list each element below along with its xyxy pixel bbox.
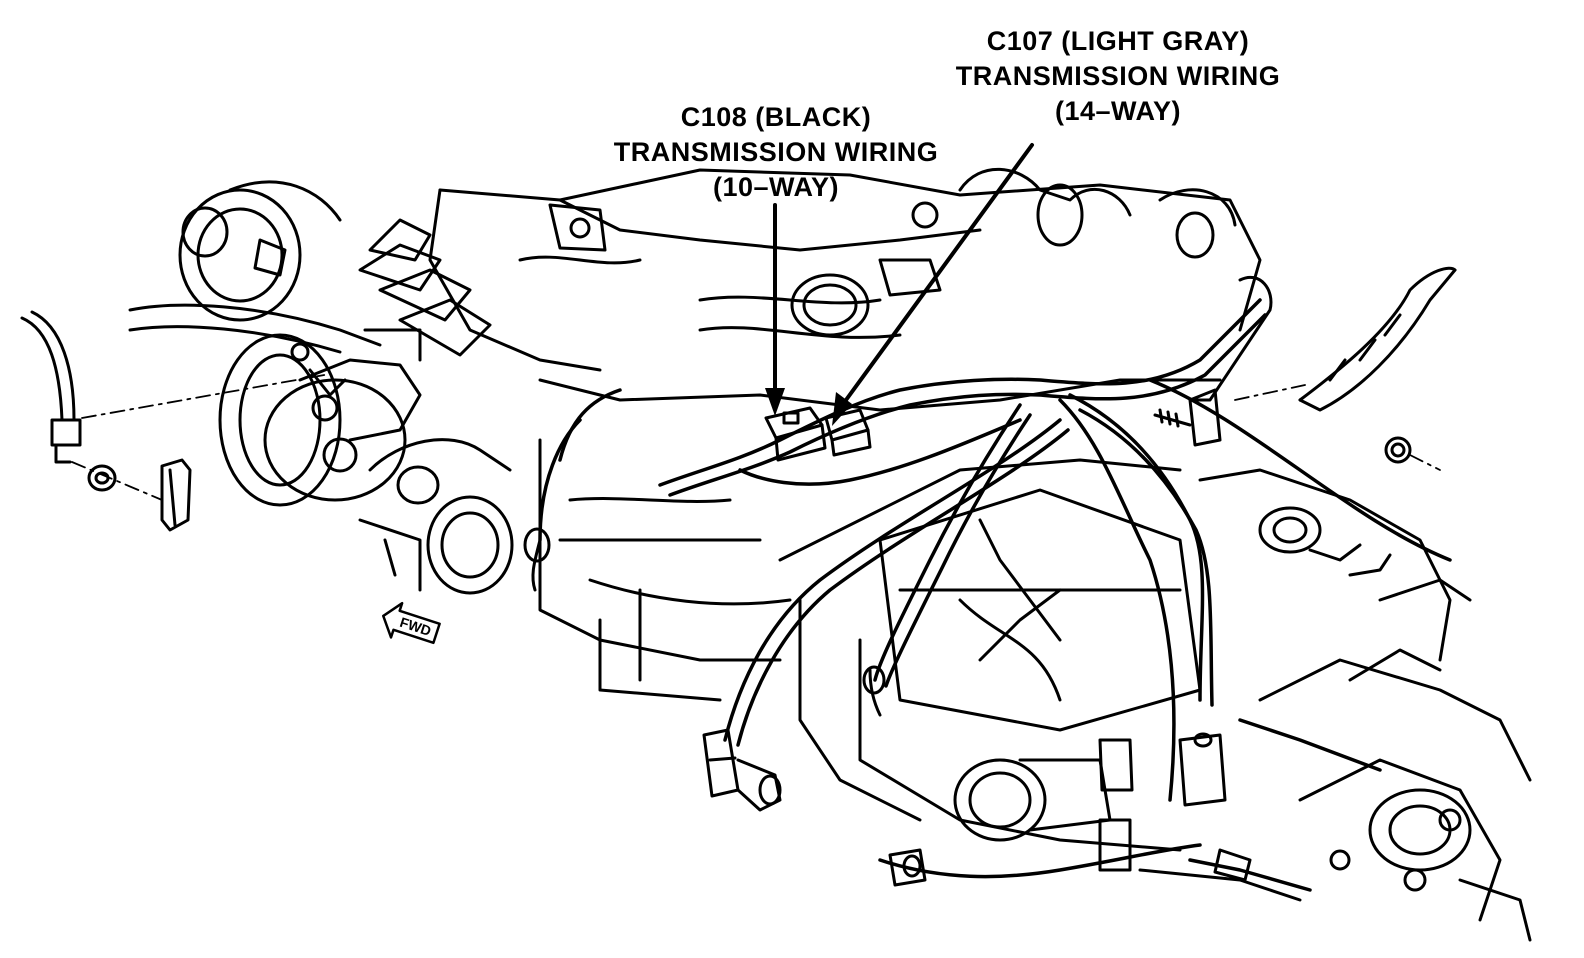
c108-description: TRANSMISSION WIRING xyxy=(613,137,939,167)
c108-way-count: (10–WAY) xyxy=(712,172,840,202)
c107-description: TRANSMISSION WIRING xyxy=(955,61,1281,91)
callout-arrows xyxy=(775,145,1032,400)
ground-strap xyxy=(525,529,884,715)
transmission-housing xyxy=(540,380,1300,900)
c107-way-count: (14–WAY) xyxy=(1054,96,1182,126)
c107-connector xyxy=(826,410,870,455)
fwd-indicator: FWD xyxy=(378,599,442,651)
engine-block xyxy=(430,169,1260,370)
sensor-connector xyxy=(704,730,780,810)
exploded-leader-lines xyxy=(72,374,1440,500)
c107-callout: C107 (LIGHT GRAY) TRANSMISSION WIRING (1… xyxy=(938,24,1298,129)
c107-arrowhead xyxy=(832,392,852,426)
front-accessory-drive xyxy=(130,182,490,505)
c107-connector-name: C107 (LIGHT GRAY) xyxy=(986,26,1250,56)
rear-nut xyxy=(1386,438,1410,462)
c108-callout: C108 (BLACK) TRANSMISSION WIRING (10–WAY… xyxy=(596,100,956,205)
output-connector xyxy=(890,850,1250,885)
stud-bolt xyxy=(1155,390,1220,445)
heat-shield xyxy=(1190,268,1455,410)
transfer-case xyxy=(1200,470,1530,940)
c107-leader-line xyxy=(846,145,1032,400)
wiring-harness xyxy=(540,300,1450,890)
c108-arrowhead xyxy=(765,388,785,416)
clip-bracket xyxy=(162,460,190,530)
c108-connector xyxy=(766,408,825,460)
callout-arrowheads xyxy=(765,388,852,426)
crossmember xyxy=(360,440,512,593)
dipstick-tube xyxy=(22,312,80,462)
c108-connector-name: C108 (BLACK) xyxy=(680,102,872,132)
